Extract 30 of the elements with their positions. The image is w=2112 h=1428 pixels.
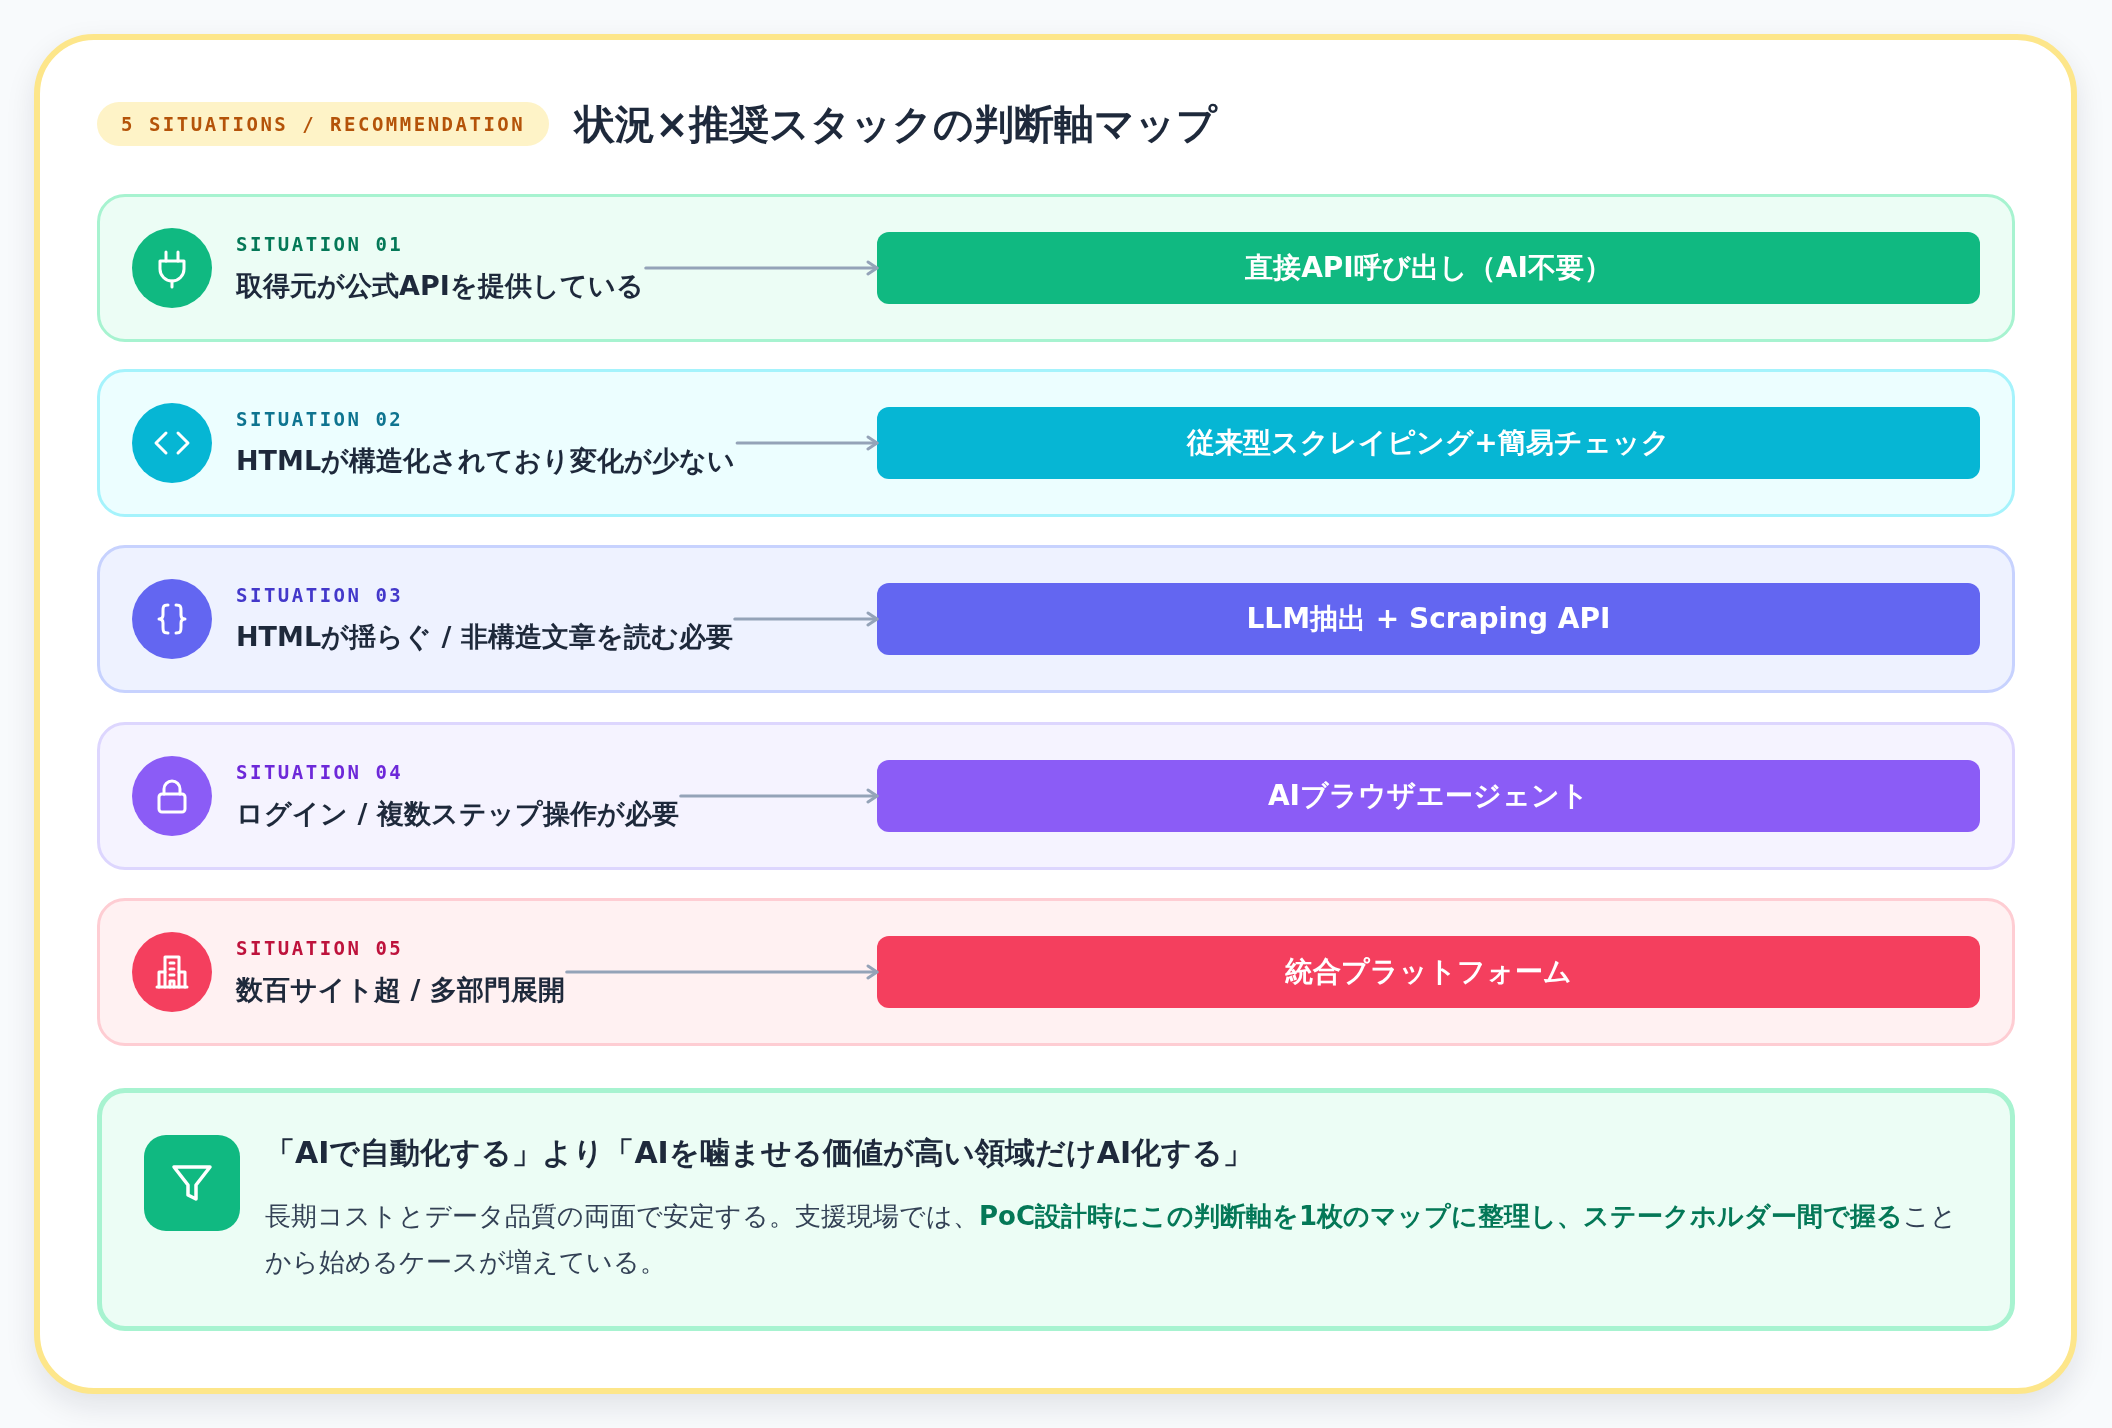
situation-tag: SITUATION 02: [236, 407, 404, 431]
situation-card: [97, 194, 2015, 342]
situation-card: [97, 722, 2015, 870]
situation-card: [97, 898, 2015, 1046]
arrow: [733, 611, 879, 627]
recommendation-bar: AIブラウザエージェント: [877, 760, 1980, 832]
situation-description: ログイン / 複数ステップ操作が必要: [236, 797, 679, 831]
situation-card: [97, 545, 2015, 693]
situation-tag: SITUATION 04: [236, 760, 404, 784]
situation-description: HTMLが揺らぐ / 非構造文章を読む必要: [236, 620, 733, 654]
situation-card: [97, 369, 2015, 517]
note-text: 長期コストとデータ品質の両面で安定する。支援現場では、PoC設計時にこの判断軸を1枚のマップに整理し、ステークホルダー間で握ることから始めるケースが増えている。: [265, 1200, 1959, 1279]
arrow: [644, 260, 879, 276]
situation-tag: SITUATION 03: [236, 583, 404, 607]
note-heading: 「AIで自動化する」より「AIを噛ませる価値が高い領域だけAI化する」: [265, 1134, 1254, 1172]
arrow: [565, 964, 879, 980]
situation-tag: SITUATION 05: [236, 936, 404, 960]
recommendation-bar: LLM抽出 + Scraping API: [877, 583, 1980, 655]
recommendation-bar: 統合プラットフォーム: [877, 936, 1980, 1008]
note-card: [97, 1088, 2015, 1331]
page-title: 状況×推奨スタックの判断軸マップ: [575, 100, 1217, 148]
arrow: [735, 435, 879, 451]
situation-description: 取得元が公式APIを提供している: [236, 269, 644, 303]
recommendation-bar: 直接API呼び出し（AI不要）: [877, 232, 1980, 304]
arrow: [679, 788, 879, 804]
situation-tag: SITUATION 01: [236, 232, 404, 256]
section-tag: 5 SITUATIONS / RECOMMENDATION: [97, 102, 550, 146]
situation-description: HTMLが構造化されており変化が少ない: [236, 444, 736, 478]
situation-description: 数百サイト超 / 多部門展開: [236, 973, 565, 1007]
recommendation-bar: 従来型スクレイピング+簡易チェック: [877, 407, 1980, 479]
